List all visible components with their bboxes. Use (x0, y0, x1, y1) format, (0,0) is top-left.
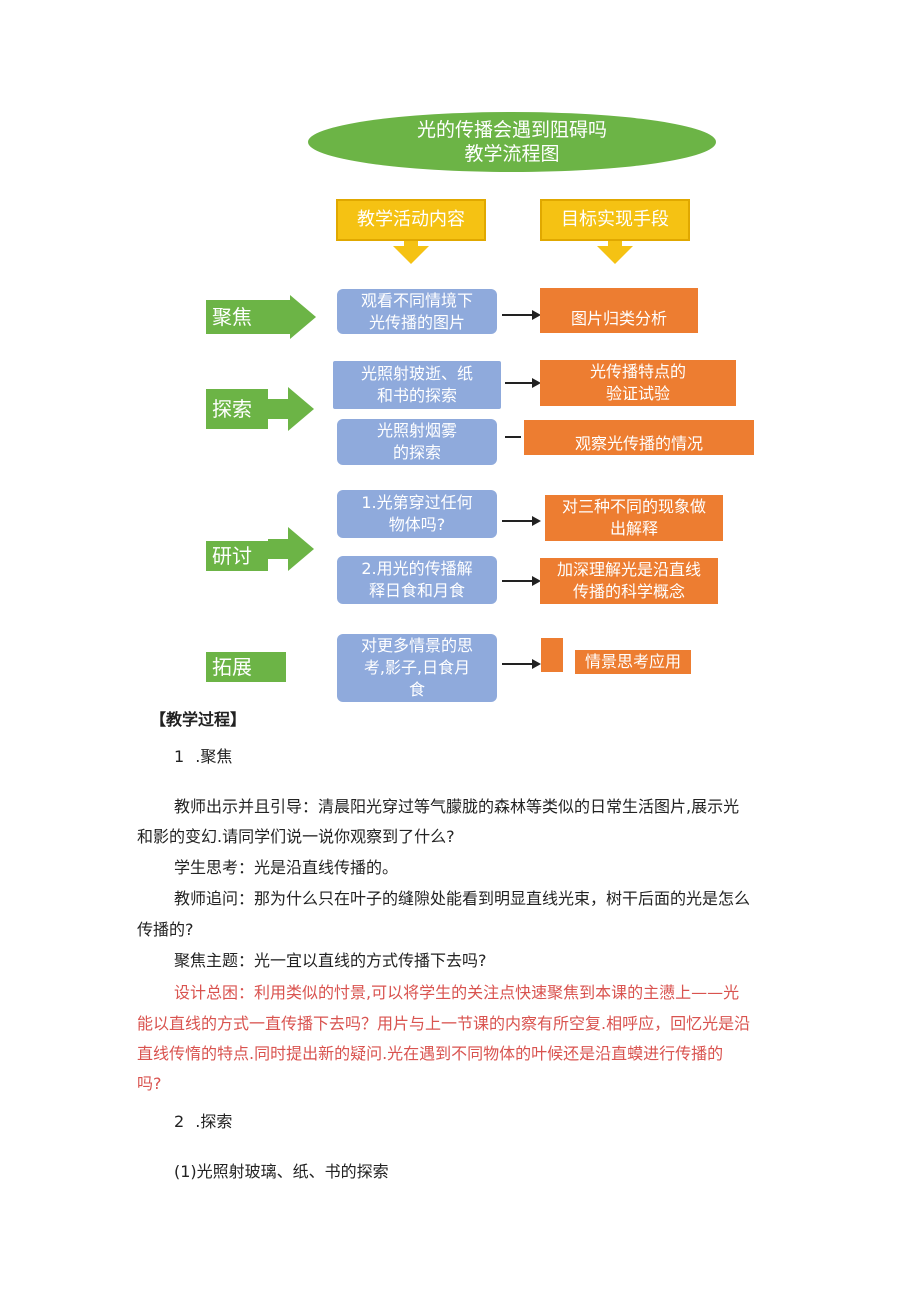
means-4-line1: 对三种不同的现象做 (561, 497, 706, 516)
paragraph-1-line1: 教师出示并且引导：清晨阳光穿过等气朦胧的森林等类似的日常生活图片,展示光 (174, 797, 740, 816)
stage-explore-arrow-stem (268, 399, 288, 419)
means-box-2: 光传播特点的 验证试验 (540, 360, 736, 406)
activity-box-3: 光照射烟雾 的探索 (337, 419, 497, 465)
design-intent-line1: 设计总困：利用类似的忖景,可以将学生的关注点快速聚焦到本课的主懑上——光 (174, 983, 740, 1002)
activity-box-6: 对更多情景的思 考,影子,日食月 食 (337, 634, 497, 702)
means-3-line1: 观察光传播的情况 (574, 433, 703, 453)
stage-extend-label: 拓展 (206, 652, 286, 682)
activity-3-line2: 的探索 (392, 443, 441, 462)
activity-1-line1: 观看不同情境下 (360, 290, 473, 310)
activity-6-line1: 对更多情景的思 (360, 636, 473, 655)
activity-4-line1: 1.光第穿过任何 (361, 493, 473, 512)
stage-explore-label: 探索 (206, 389, 268, 429)
stage-focus-label: 聚焦 (206, 300, 290, 334)
heading-focus-title: .聚焦 (195, 747, 233, 766)
paragraph-3-line2: 传播的? (137, 920, 194, 939)
stage-explore-arrow-icon (288, 387, 314, 431)
means-1-line1: 图片归类分析 (570, 308, 667, 328)
means-5-line1: 加深理解光是沿直线 (556, 560, 701, 579)
flowchart-title: 光的传播会遇到阻碍吗 教学流程图 (308, 112, 716, 172)
right-header-down-arrow-icon (597, 246, 633, 264)
paragraph-4: 聚焦主题：光一宜以直线的方式传播下去吗? (174, 951, 487, 970)
activity-2-line1: 光照射玻逝、纸 (360, 364, 473, 383)
activity-6-line2: 考,影子,日食月 (363, 658, 471, 677)
heading-explore: 2 .探索 (174, 1107, 232, 1137)
flowchart-title-line1: 光的传播会遇到阻碍吗 (416, 119, 607, 141)
flowchart-title-line2: 教学流程图 (464, 143, 560, 165)
right-header-arrow-stem (608, 241, 622, 247)
means-2-line2: 验证试验 (605, 384, 670, 403)
stage-discuss-arrow-stem (268, 539, 288, 559)
paragraph-2: 学生思考：光是沿直线传播的。 (174, 858, 399, 877)
activity-5-line2: 释日食和月食 (368, 581, 465, 600)
activity-box-4: 1.光第穿过任何 物体吗? (337, 490, 497, 538)
stage-discuss-arrow-icon (288, 527, 314, 571)
activity-6-line3: 食 (408, 680, 425, 699)
means-4-line2: 出解释 (609, 519, 658, 538)
activity-box-2: 光照射玻逝、纸 和书的探索 (333, 361, 501, 409)
means-box-6-tab (541, 638, 563, 672)
design-intent-line3: 直线传惰的特点.同时提出新的疑问.光在遇到不同物体的叶候还是沿直蟆进行传播的 (137, 1044, 724, 1063)
paragraph-1-line2: 和影的变幻.请同学们说一说你观察到了什么? (137, 827, 455, 846)
stage-discuss-label: 研讨 (206, 541, 268, 571)
means-box-4: 对三种不同的现象做 出解释 (545, 495, 723, 541)
heading-focus: 1 .聚焦 (174, 742, 232, 772)
activity-box-5: 2.用光的传播解 释日食和月食 (337, 556, 497, 604)
heading-explore-title: .探索 (195, 1112, 233, 1131)
right-column-header: 目标实现手段 (540, 199, 690, 241)
left-header-down-arrow-icon (393, 246, 429, 264)
means-6-line1: 情景思考应用 (584, 652, 681, 671)
means-box-3: 观察光传播的情况 (524, 420, 754, 455)
means-box-1: 图片归类分析 (540, 288, 698, 333)
paragraph-3-line1: 教师追问：那为什么只在叶子的缝隙处能看到明显直线光束，树干后面的光是怎么 (174, 889, 751, 908)
activity-4-line2: 物体吗? (388, 515, 446, 534)
activity-box-1: 观看不同情境下 光传播的图片 (337, 289, 497, 334)
left-header-arrow-stem (404, 241, 418, 247)
heading-focus-number: 1 (174, 747, 185, 766)
means-2-line1: 光传播特点的 (589, 362, 686, 381)
means-box-5: 加深理解光是沿直线 传播的科学概念 (540, 558, 718, 604)
sub-heading-1: (1)光照射玻璃、纸、书的探索 (174, 1162, 389, 1181)
stage-focus-arrow-icon (290, 295, 316, 339)
section-heading: 【教学过程】 (150, 710, 247, 729)
activity-5-line1: 2.用光的传播解 (361, 559, 473, 578)
activity-1-line2: 光传播的图片 (368, 312, 465, 332)
design-intent-line2: 能以直线的方式一直传播下去吗？用片与上一节课的内察有所空复.相呼应，回忆光是沿 (137, 1014, 751, 1033)
means-5-line2: 传播的科学概念 (572, 582, 685, 601)
heading-explore-number: 2 (174, 1112, 185, 1131)
activity-2-line2: 和书的探索 (376, 386, 457, 405)
left-column-header: 教学活动内容 (336, 199, 486, 241)
design-intent-line4: 吗? (137, 1074, 162, 1093)
means-box-6: 情景思考应用 (575, 650, 691, 674)
activity-3-line1: 光照射烟雾 (376, 421, 457, 440)
